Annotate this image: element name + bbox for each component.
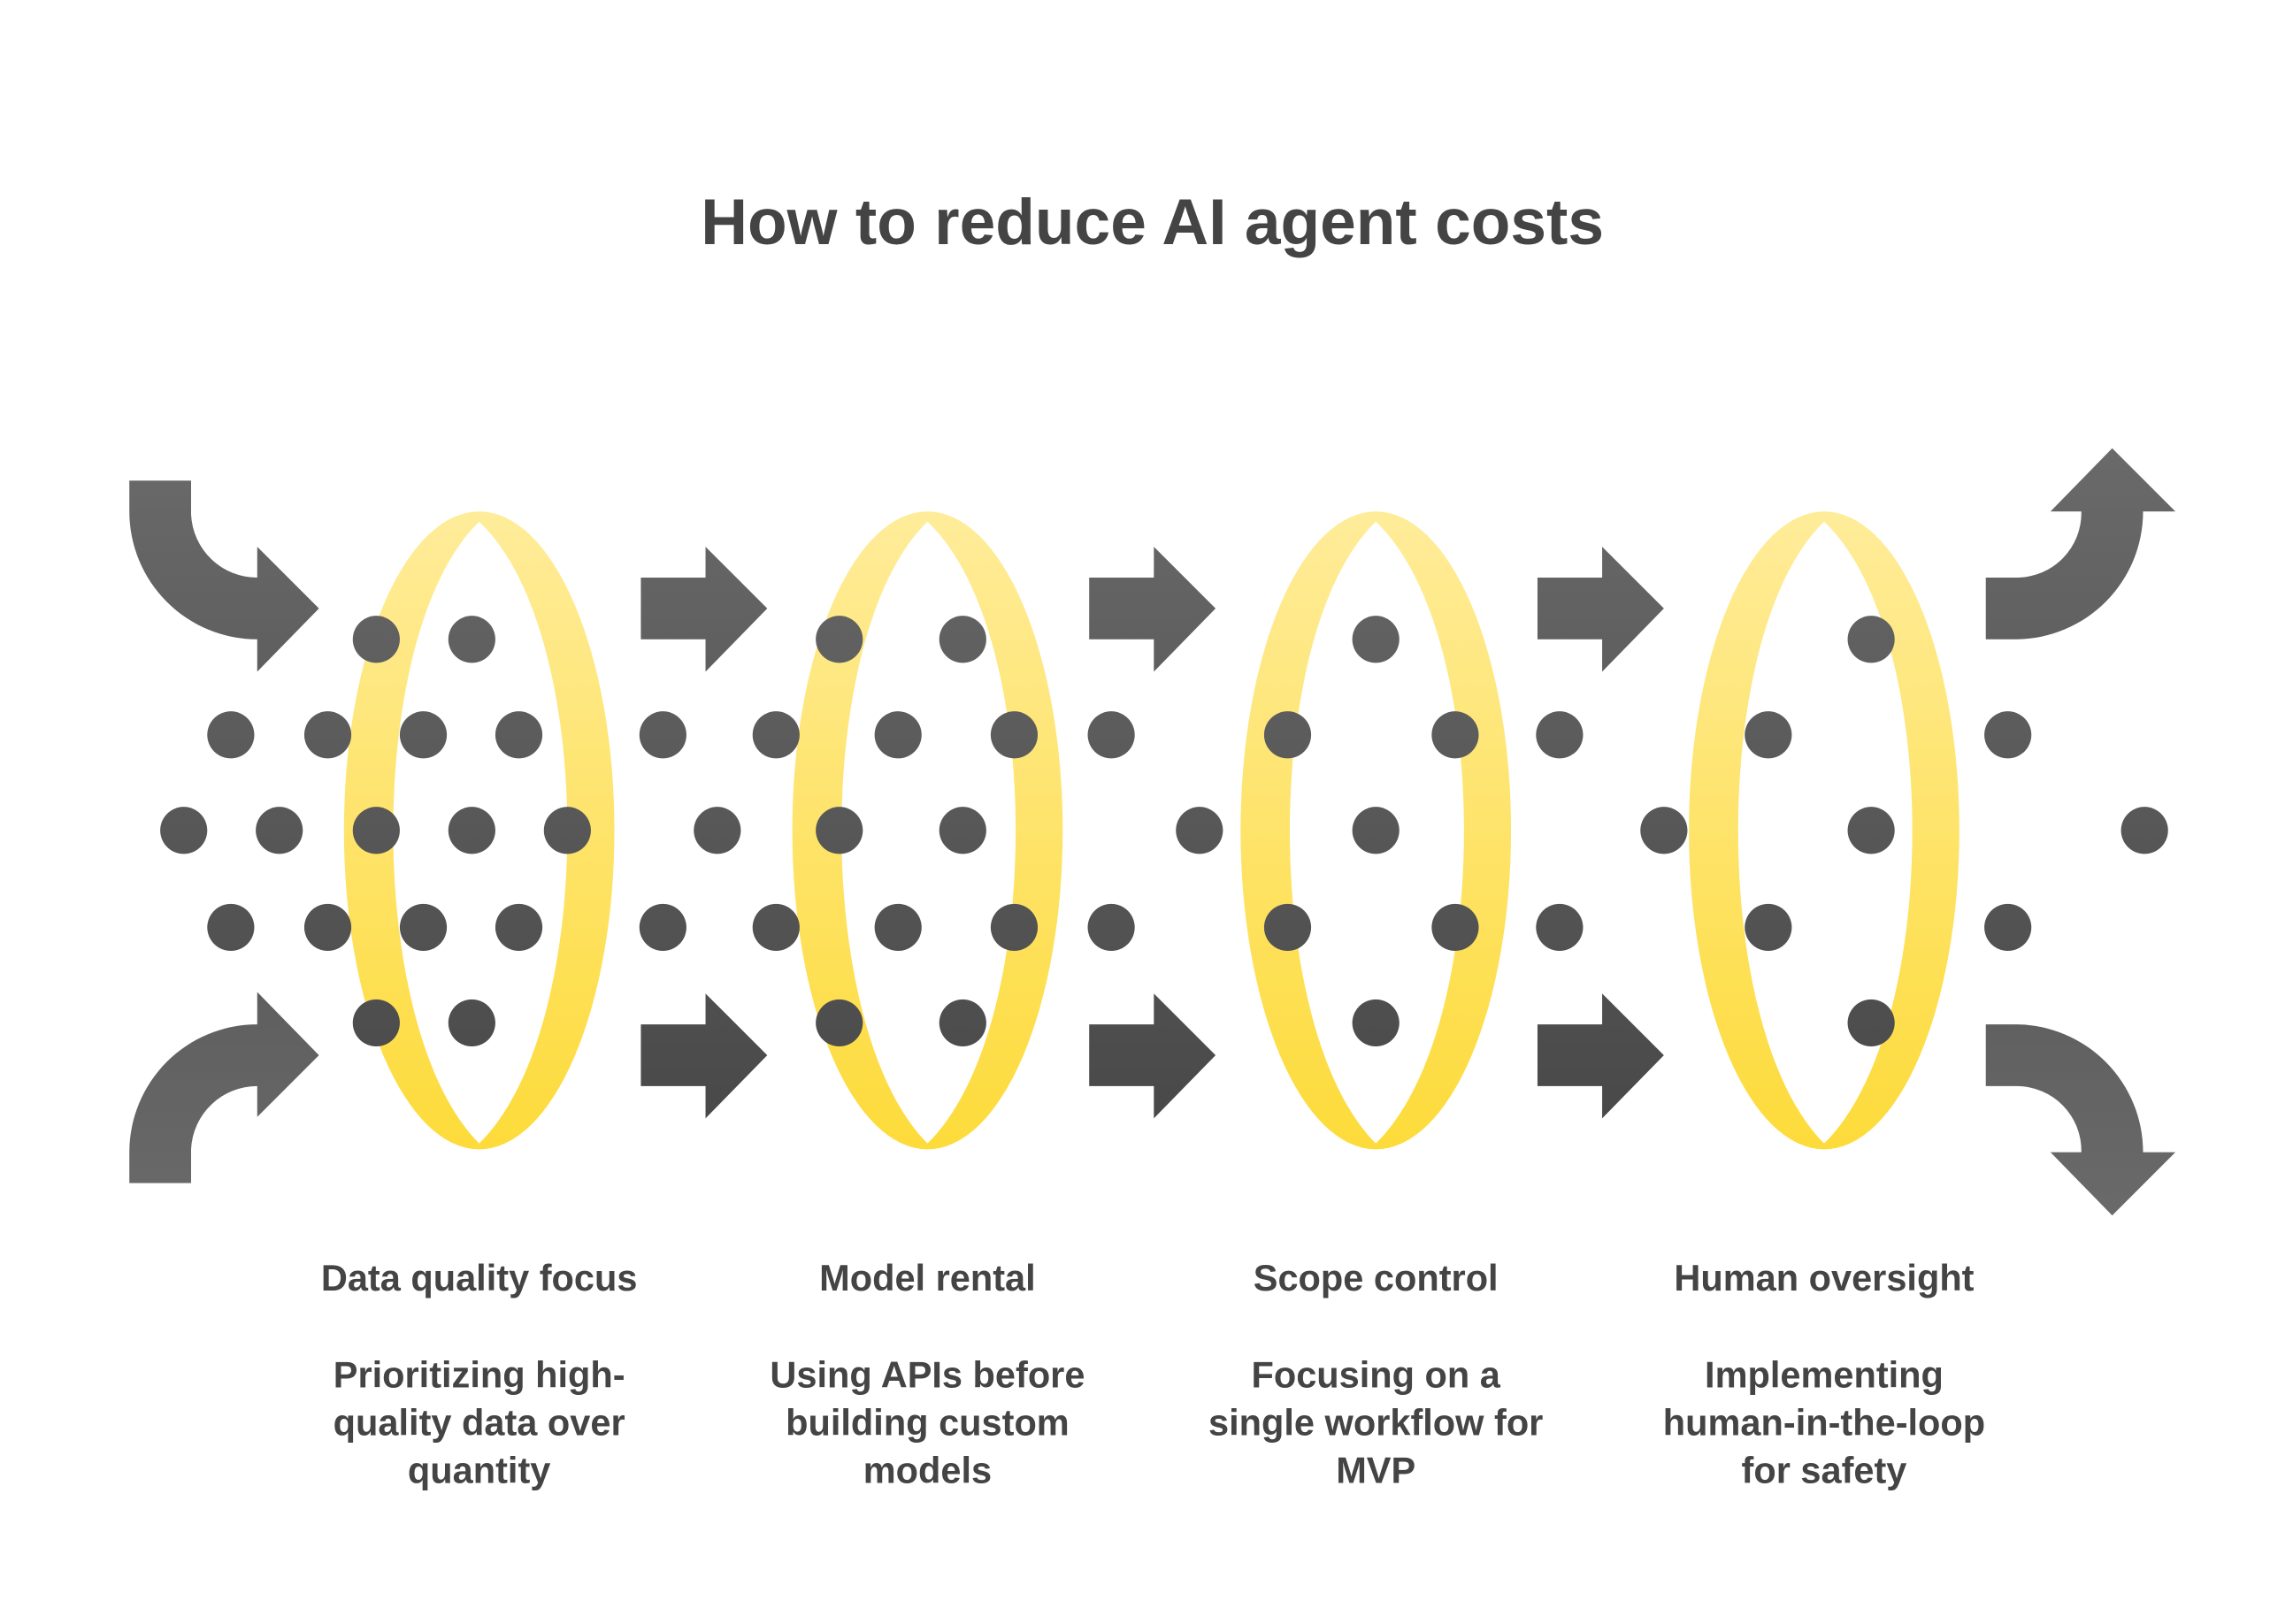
stage-title: Model rental: [819, 1257, 1036, 1298]
particle-dot: [1431, 711, 1479, 759]
stage-description-line: Implementing: [1705, 1353, 1944, 1395]
stage-description-line: quality data over: [334, 1401, 625, 1443]
particle-dot: [399, 711, 448, 759]
particle-dot: [1263, 903, 1312, 952]
particle-dot: [160, 807, 208, 854]
particle-dot: [1847, 999, 1895, 1047]
stage-title: Scope control: [1254, 1257, 1499, 1298]
stage-description-line: quantity: [408, 1449, 550, 1490]
particle-dot: [1087, 711, 1135, 759]
right-arrow-icon: [640, 993, 768, 1119]
particle-dot: [495, 903, 543, 952]
particle-dot: [352, 999, 400, 1047]
particle-dot: [2120, 807, 2168, 854]
particle-dot: [1352, 807, 1400, 854]
particle-dot: [1263, 711, 1312, 759]
particle-dot: [874, 903, 922, 952]
particle-dot: [1984, 903, 2032, 952]
curved-arrow-out-top-icon: [1985, 448, 2176, 640]
particle-dot: [1087, 903, 1135, 952]
particle-dot: [543, 807, 591, 854]
particle-dot: [448, 616, 495, 663]
particle-dot: [399, 903, 448, 952]
particle-dot: [1745, 711, 1792, 759]
particle-dot: [1847, 616, 1895, 663]
particle-dot: [303, 711, 352, 759]
filter-ring-4: [1689, 511, 1959, 1150]
particle-dot: [352, 616, 400, 663]
curved-arrow-out-bottom-icon: [1985, 1024, 2176, 1216]
particle-dot: [990, 711, 1039, 759]
stage-description-line: models: [863, 1449, 992, 1490]
particle-dot: [207, 711, 255, 759]
stage-description-line: single workflow for: [1208, 1401, 1543, 1443]
particle-dot: [816, 807, 863, 854]
particle-dot: [448, 999, 495, 1047]
particle-dot: [1536, 711, 1584, 759]
particle-dot: [639, 903, 686, 952]
stage-description-line: for safety: [1742, 1449, 1907, 1490]
particle-dot: [256, 807, 303, 854]
stage-description-line: MVP: [1336, 1449, 1415, 1490]
particle-dot: [1176, 807, 1223, 854]
particle-dot: [752, 903, 800, 952]
stage-title: Human oversight: [1674, 1257, 1974, 1298]
particle-dot: [874, 711, 922, 759]
right-arrow-icon: [1537, 993, 1664, 1119]
particle-dot: [1640, 807, 1688, 854]
stage-description-line: building custom: [786, 1401, 1070, 1443]
curved-arrow-in-top-icon: [129, 480, 319, 672]
right-arrow-icon: [1089, 547, 1216, 672]
stage-title: Data quality focus: [321, 1257, 638, 1298]
page-title: How to reduce AI agent costs: [701, 187, 1604, 258]
particle-dot: [694, 807, 741, 854]
particle-dot: [1745, 903, 1792, 952]
particle-dot: [990, 903, 1039, 952]
particle-dot: [207, 903, 255, 952]
particle-dot: [495, 711, 543, 759]
particle-dot: [639, 711, 686, 759]
right-arrow-icon: [1537, 547, 1664, 672]
particle-dot: [1352, 999, 1400, 1047]
right-arrow-icon: [1089, 993, 1216, 1119]
stage-description-line: Prioritizing high-: [334, 1353, 625, 1395]
particle-dot: [816, 999, 863, 1047]
curved-arrow-in-bottom-icon: [129, 992, 319, 1184]
particle-dot: [448, 807, 495, 854]
right-arrow-icon: [640, 547, 768, 672]
particle-dot: [939, 807, 986, 854]
particle-dot: [1431, 903, 1479, 952]
particle-dot: [303, 903, 352, 952]
particle-dot: [1847, 807, 1895, 854]
particle-dot: [939, 616, 986, 663]
stage-description-line: Focusing on a: [1252, 1353, 1501, 1395]
particle-dot: [752, 711, 800, 759]
particle-dot: [1536, 903, 1584, 952]
particle-dot: [939, 999, 986, 1047]
stage-description-line: Using APIs before: [770, 1353, 1085, 1395]
stage-description-line: human-in-the-loop: [1663, 1401, 1985, 1443]
particle-dot: [1352, 616, 1400, 663]
particle-dot: [816, 616, 863, 663]
particle-dot: [1984, 711, 2032, 759]
particle-dot: [352, 807, 400, 854]
